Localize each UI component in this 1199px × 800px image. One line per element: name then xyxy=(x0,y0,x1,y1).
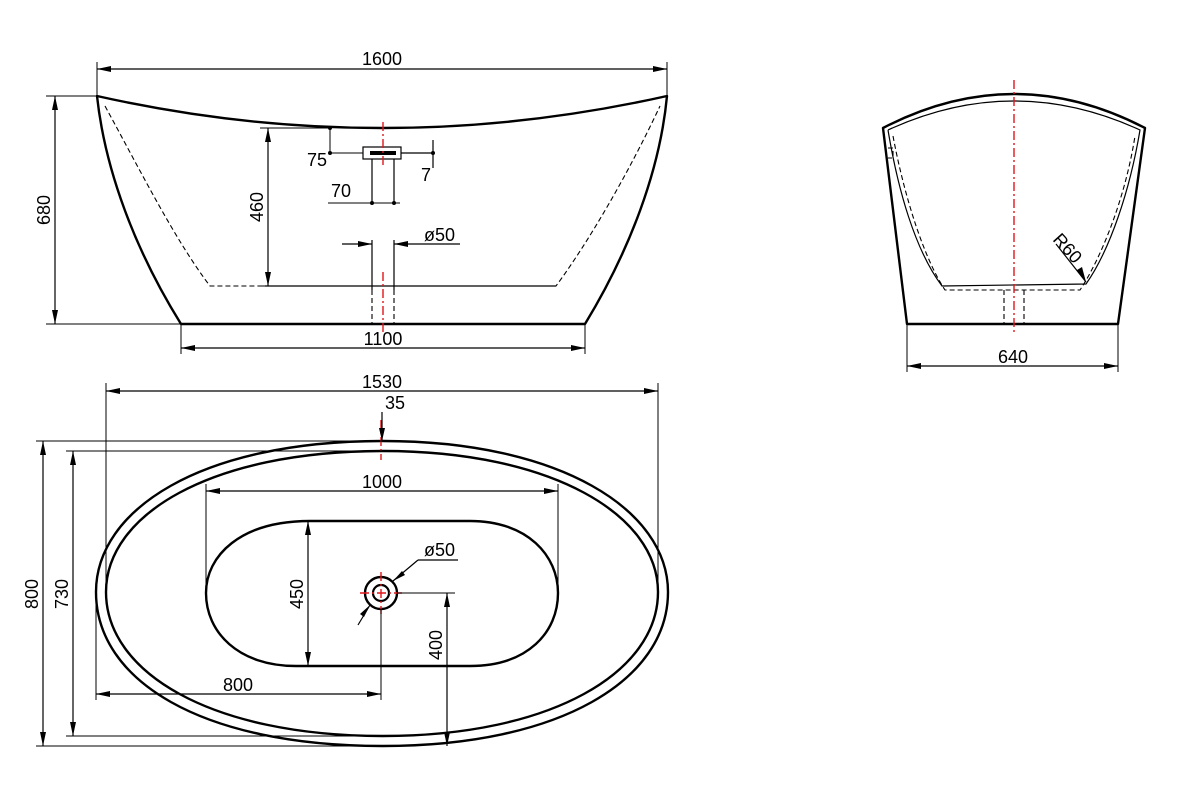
side-drain-pipe xyxy=(371,240,395,324)
dim-plan-rim: 35 xyxy=(362,393,405,452)
dim-plan-length-label: 1530 xyxy=(362,372,402,392)
dim-overflow-depth-label: 7 xyxy=(421,165,431,185)
dim-end-base: 640 xyxy=(906,324,1119,372)
dim-plan-inner-length: 1000 xyxy=(205,472,559,593)
dim-plan-length: 1530 xyxy=(105,372,659,592)
dim-plan-width-label: 800 xyxy=(22,579,42,609)
dim-plan-inner-rim-width-label: 730 xyxy=(52,579,72,609)
end-view-outline xyxy=(881,92,1147,326)
dim-plan-inner-length-label: 1000 xyxy=(362,472,402,492)
plan-inner-rim xyxy=(104,449,660,738)
dim-overflow-height-label: 75 xyxy=(307,150,327,170)
dim-side-depth: 460 xyxy=(247,127,330,287)
dim-plan-drain-x: 800 xyxy=(95,592,382,700)
dim-side-depth-label: 460 xyxy=(247,192,267,222)
dim-side-drain: ø50 xyxy=(342,225,460,247)
end-view: R60 640 xyxy=(881,80,1147,372)
dim-side-length-label: 1600 xyxy=(362,49,402,69)
end-view-inner xyxy=(887,100,1141,287)
plan-drain xyxy=(360,420,402,614)
side-view-outline xyxy=(95,94,669,326)
dim-end-radius: R60 xyxy=(1049,229,1087,283)
side-view: 1600 680 1100 460 xyxy=(34,49,669,354)
dim-plan-drain: ø50 xyxy=(357,540,458,626)
dim-end-base-label: 640 xyxy=(998,347,1028,367)
dim-side-base-label: 1100 xyxy=(364,329,403,349)
dim-side-height: 680 xyxy=(34,95,181,325)
dim-side-base: 1100 xyxy=(180,324,586,354)
dim-plan-drain-label: ø50 xyxy=(424,540,455,560)
dim-plan-width: 800 xyxy=(22,440,383,747)
dim-plan-inner-width: 450 xyxy=(287,520,400,667)
dim-overflow-width-label: 70 xyxy=(331,181,351,201)
dim-plan-inner-width-label: 450 xyxy=(287,579,307,609)
end-view-inner-dashed xyxy=(892,135,1136,291)
side-view-inner-dashed xyxy=(104,105,661,287)
dim-plan-drain-x-label: 800 xyxy=(223,675,253,695)
dim-plan-rim-label: 35 xyxy=(385,393,405,413)
dim-plan-inner-rim-width: 730 xyxy=(52,450,380,737)
dim-plan-drain-y-label: 400 xyxy=(426,630,446,660)
end-view-overflow-mark xyxy=(888,147,894,159)
dim-side-drain-label: ø50 xyxy=(424,225,455,245)
dim-plan-drain-y: 400 xyxy=(397,592,455,746)
dim-side-length: 1600 xyxy=(96,49,668,96)
plan-view: 1530 35 1000 450 xyxy=(22,372,670,748)
dim-side-height-label: 680 xyxy=(34,195,54,225)
dim-end-radius-label: R60 xyxy=(1049,229,1086,267)
